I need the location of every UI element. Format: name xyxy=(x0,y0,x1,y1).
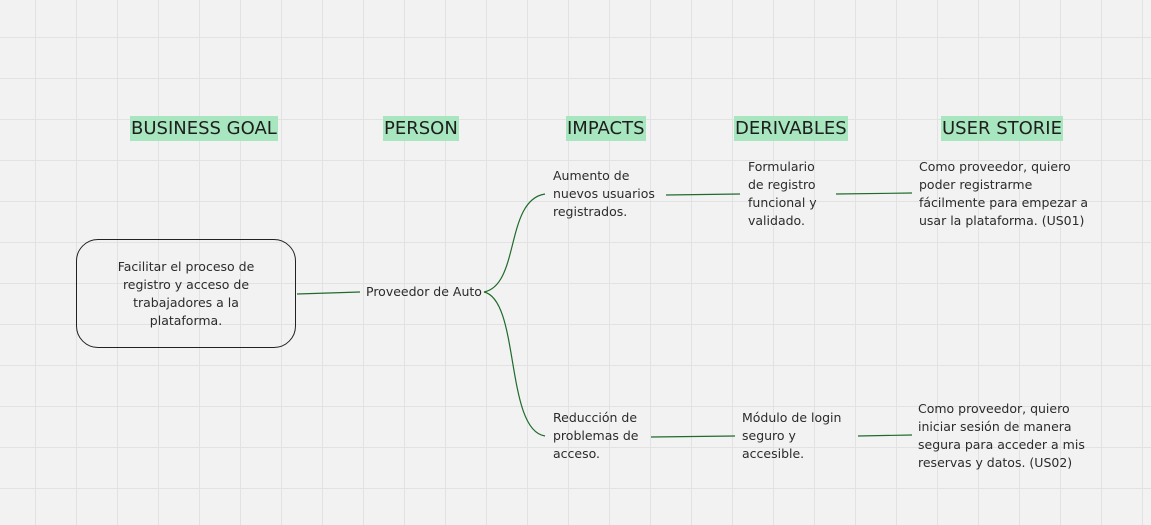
header-impacts[interactable]: IMPACTS xyxy=(566,116,646,141)
connector-person-impact-1 xyxy=(483,193,546,293)
derivable-node-2[interactable]: Módulo de login seguro y accesible. xyxy=(742,410,842,461)
business-goal-text: Facilitar el proceso de registro y acces… xyxy=(117,258,255,328)
connector-impact-derivable-1 xyxy=(665,193,741,196)
connector-person-impact-2 xyxy=(483,291,546,437)
header-derivables[interactable]: DERIVABLES xyxy=(734,116,848,141)
connector-derivable-story-1 xyxy=(835,192,913,195)
connector-goal-person xyxy=(296,291,361,295)
impact-node-2[interactable]: Reducción de problemas de acceso. xyxy=(553,410,639,461)
connector-derivable-story-2 xyxy=(857,434,913,437)
user-story-node-2[interactable]: Como proveedor, quiero iniciar sesión de… xyxy=(918,401,1085,470)
connector-impact-derivable-2 xyxy=(650,435,736,438)
person-node[interactable]: Proveedor de Auto xyxy=(366,284,482,299)
business-goal-node[interactable]: Facilitar el proceso de registro y acces… xyxy=(76,239,296,348)
derivable-node-1[interactable]: Formulario de registro funcional y valid… xyxy=(748,159,817,228)
user-story-node-1[interactable]: Como proveedor, quiero poder registrarme… xyxy=(919,159,1089,228)
header-business-goal[interactable]: BUSINESS GOAL xyxy=(130,116,278,141)
header-user-storie[interactable]: USER STORIE xyxy=(941,116,1063,141)
header-person[interactable]: PERSON xyxy=(383,116,459,141)
impact-node-1[interactable]: Aumento de nuevos usuarios registrados. xyxy=(553,168,655,219)
